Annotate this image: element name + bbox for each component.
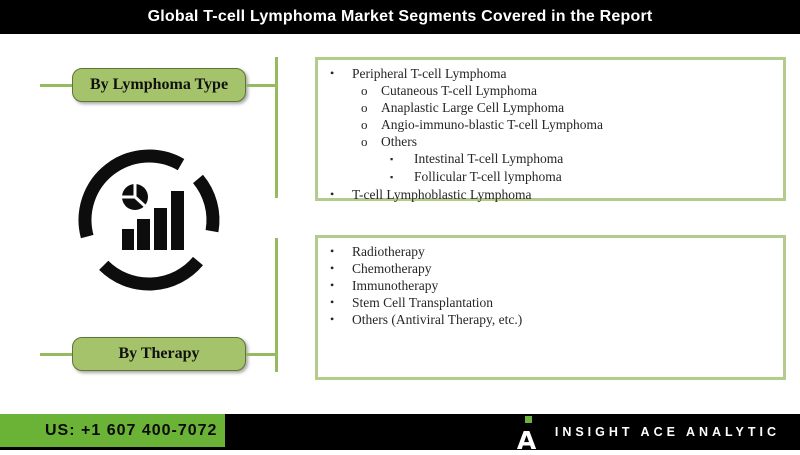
bullet-icon: • [330,66,335,80]
bullet-icon: • [330,244,335,258]
list-item-label: Stem Cell Transplantation [352,295,494,310]
ring-arc-bottom [99,256,203,291]
list-item: • Immunotherapy [318,277,783,294]
bullet-icon: o [361,117,368,132]
list-item: o Angio-immuno-blastic T-cell Lymphoma [318,116,783,133]
list-item-label: Others (Antiviral Therapy, etc.) [352,312,523,327]
list-item-label: T-cell Lymphoblastic Lymphoma [352,187,532,202]
bullet-icon: • [330,278,335,292]
phone-banner: US: +1 607 400-7072 [0,414,225,447]
bar-chart-icon [122,191,184,250]
lymphoma-type-button: By Lymphoma Type [72,68,246,102]
bullet-icon: • [330,312,335,326]
therapy-button: By Therapy [72,337,246,371]
logo-letter: A [516,426,537,455]
bracket-line-therapy [275,238,278,372]
left-stub-line-therapy [40,353,72,356]
bullet-icon: • [330,261,335,275]
bracket-line-lymphoma [275,57,278,198]
list-item-label: Others [381,134,417,149]
connector-line-therapy [246,353,277,356]
therapy-list-box: • Radiotherapy • Chemotherapy • Immunoth… [315,235,786,380]
market-analytics-icon [78,149,220,291]
bullet-icon: o [361,134,368,149]
list-item: ▪ Follicular T-cell lymphoma [318,168,783,186]
lymphoma-type-list-box: • Peripheral T-cell Lymphoma o Cutaneous… [315,57,786,203]
connector-line-lymphoma [246,84,277,87]
pie-chart-icon [120,182,148,210]
list-item-label: Angio-immuno-blastic T-cell Lymphoma [381,117,603,132]
logo-green-dot-icon [524,416,532,423]
list-item: • Others (Antiviral Therapy, etc.) [318,311,783,328]
footer-bar: US: +1 607 400-7072 A INSIGHT ACE ANALYT… [0,414,800,455]
list-item-label: Anaplastic Large Cell Lymphoma [381,100,565,115]
ring-arc-right [192,174,220,233]
lymphoma-type-button-label: By Lymphoma Type [89,76,229,93]
list-item-label: Immunotherapy [352,278,439,293]
bullet-icon: ▪ [390,154,394,164]
ring-arc-top-left [78,149,185,239]
list-item-label: Chemotherapy [352,261,432,276]
bullet-icon: • [330,187,335,201]
page-title: Global T-cell Lymphoma Market Segments C… [147,8,653,25]
brand-name: INSIGHT ACE ANALYTIC [554,425,780,439]
list-item-label: Follicular T-cell lymphoma [414,169,562,184]
brand-logo: A INSIGHT ACE ANALYTIC [516,414,780,455]
list-item: • Chemotherapy [318,260,783,277]
list-item: o Anaplastic Large Cell Lymphoma [318,99,783,116]
list-item: ▪ Intestinal T-cell Lymphoma [318,150,783,168]
list-item: • Peripheral T-cell Lymphoma [318,65,783,82]
left-stub-line-lymphoma [40,84,72,87]
bullet-icon: o [361,100,368,115]
phone-number: US: +1 607 400-7072 [45,421,218,439]
list-item-label: Peripheral T-cell Lymphoma [352,66,507,81]
list-item: o Cutaneous T-cell Lymphoma [318,82,783,99]
list-item-label: Intestinal T-cell Lymphoma [414,151,564,166]
list-item: • T-cell Lymphoblastic Lymphoma [318,186,783,203]
list-item-label: Radiotherapy [352,244,425,259]
list-item: • Radiotherapy [318,243,783,260]
list-item-label: Cutaneous T-cell Lymphoma [381,83,537,98]
list-item: • Stem Cell Transplantation [318,294,783,311]
bullet-icon: ▪ [390,172,394,182]
bullet-icon: • [330,295,335,309]
list-item: o Others [318,133,783,150]
bullet-icon: o [361,83,368,98]
title-bar: Global T-cell Lymphoma Market Segments C… [0,0,800,34]
therapy-button-label: By Therapy [118,345,200,362]
logo-mark-icon: A [516,414,543,455]
